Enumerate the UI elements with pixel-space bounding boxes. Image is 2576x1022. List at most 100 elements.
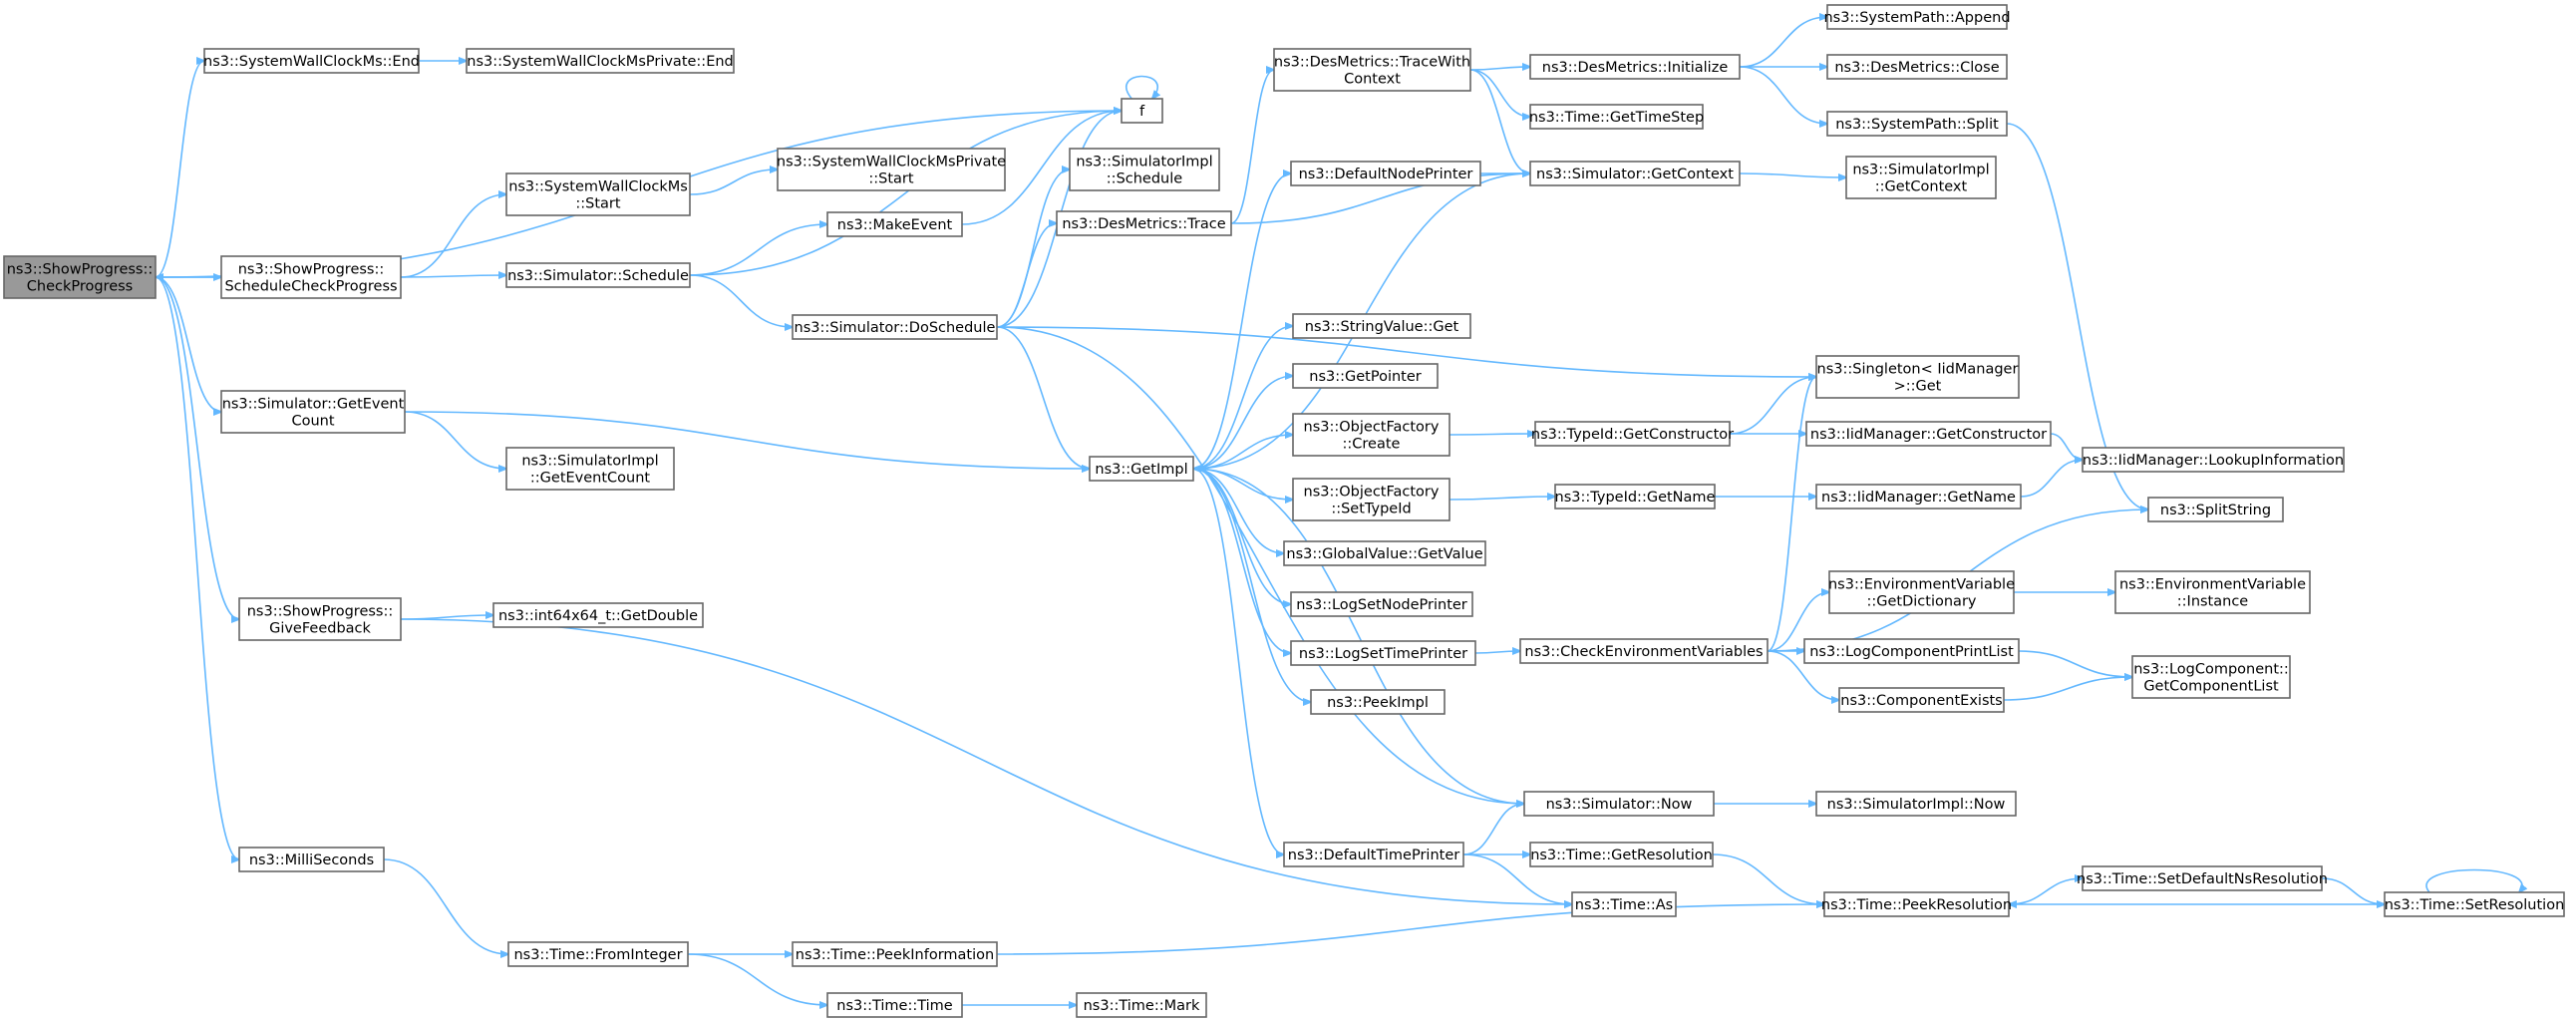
node-box [826, 211, 963, 237]
node-envvar-getdict[interactable]: ns3::EnvironmentVariable::GetDictionary [1828, 570, 2015, 614]
edge-sim-now-to-getimpl [1193, 469, 1525, 805]
node-sim-doschedule[interactable]: ns3::Simulator::DoSchedule [792, 314, 998, 340]
node-logcomp-getlist[interactable]: ns3::LogComponent::GetComponentList [2131, 655, 2291, 699]
node-sim-getcontext[interactable]: ns3::Simulator::GetContext [1529, 161, 1741, 186]
node-desm-close[interactable]: ns3::DesMetrics::Close [1826, 54, 2008, 80]
node-swcp-end[interactable]: ns3::SystemWallClockMsPrivate::End [466, 48, 735, 74]
node-simimpl-schedule[interactable]: ns3::SimulatorImpl::Schedule [1069, 148, 1220, 191]
edge-iid-getname-to-iid-lookupinfo [2020, 460, 2083, 498]
node-box [1523, 791, 1715, 817]
node-typeid-getname[interactable]: ns3::TypeId::GetName [1554, 484, 1716, 510]
node-milliseconds[interactable]: ns3::MilliSeconds [238, 847, 385, 872]
node-time-mark[interactable]: ns3::Time::Mark [1076, 992, 1207, 1018]
node-splitstring[interactable]: ns3::SplitString [2147, 497, 2284, 522]
node-objfactory-create[interactable]: ns3::ObjectFactory::Create [1292, 413, 1450, 457]
node-stringvalue-get[interactable]: ns3::StringValue::Get [1292, 313, 1471, 339]
node-peekimpl[interactable]: ns3::PeekImpl [1310, 689, 1446, 715]
node-box [1828, 570, 2015, 614]
node-desm-trace[interactable]: ns3::DesMetrics::Trace [1056, 210, 1232, 236]
node-logcomp-printlist[interactable]: ns3::LogComponentPrintList [1803, 638, 2020, 664]
edge-getimpl-to-objfactory-create [1192, 435, 1293, 470]
node-box [826, 992, 963, 1018]
node-time-peekinfo[interactable]: ns3::Time::PeekInformation [792, 941, 998, 967]
node-sp-split[interactable]: ns3::SystemPath::Split [1826, 111, 2008, 137]
node-label: ns3::Time::Time [836, 998, 953, 1014]
node-desm-init[interactable]: ns3::DesMetrics::Initialize [1529, 54, 1741, 80]
node-iid-getconstructor[interactable]: ns3::IidManager::GetConstructor [1805, 421, 2052, 447]
node-iid-lookupinfo[interactable]: ns3::IidManager::LookupInformation [2082, 447, 2345, 473]
node-logsetnodeprinter[interactable]: ns3::LogSetNodePrinter [1290, 591, 1473, 617]
edge-desm-init-to-sp-split [1739, 66, 1827, 124]
edge-sim-doschedule-to-getimpl [996, 326, 1090, 469]
node-compexists[interactable]: ns3::ComponentExists [1838, 687, 2005, 713]
node-swcp-start[interactable]: ns3::SystemWallClockMsPrivate::Start [777, 148, 1006, 191]
node-giveFeedback[interactable]: ns3::ShowProgress::GiveFeedback [238, 597, 402, 641]
edge-desm-tracewith-to-desm-init [1469, 67, 1530, 70]
node-singleton-get[interactable]: ns3::Singleton< IidManager>::Get [1815, 355, 2020, 399]
node-box [1089, 456, 1194, 482]
node-time-setdefaultns[interactable]: ns3::Time::SetDefaultNsResolution [2077, 865, 2328, 891]
node-envvar-instance[interactable]: ns3::EnvironmentVariable::Instance [2114, 570, 2311, 614]
node-box [1554, 484, 1716, 510]
node-label: ns3::LogSetNodePrinter [1296, 597, 1467, 613]
node-checkenvvars[interactable]: ns3::CheckEnvironmentVariables [1519, 638, 1769, 664]
node-root[interactable]: ns3::ShowProgress::CheckProgress [3, 255, 157, 299]
node-label: ns3::CheckEnvironmentVariables [1524, 644, 1763, 660]
node-time-setresolution[interactable]: ns3::Time::SetResolution [2384, 891, 2565, 917]
node-swc-start[interactable]: ns3::SystemWallClockMs::Start [505, 172, 691, 216]
node-simimpl-getcontext[interactable]: ns3::SimulatorImpl::GetContext [1845, 156, 1997, 199]
edge-sim-doschedule-to-sim-now [996, 326, 1524, 804]
node-label: ns3::Simulator::GetEvent [222, 397, 405, 413]
node-simimpl-now[interactable]: ns3::SimulatorImpl::Now [1815, 791, 2017, 817]
node-globalvalue-getvalue[interactable]: ns3::GlobalValue::GetValue [1283, 540, 1486, 566]
node-makeevent[interactable]: ns3::MakeEvent [826, 211, 963, 237]
node-getimpl[interactable]: ns3::GetImpl [1089, 456, 1194, 482]
node-time-frominteger[interactable]: ns3::Time::FromInteger [507, 941, 689, 967]
edge-getimpl-to-globalvalue-getvalue [1192, 468, 1284, 553]
node-swc-end[interactable]: ns3::SystemWallClockMs::End [203, 48, 420, 74]
edge-sim-geteventcount-to-simimpl-geteventcount [404, 411, 506, 469]
node-time-gettimestep[interactable]: ns3::Time::GetTimeStep [1529, 104, 1704, 130]
node-box [1571, 891, 1677, 917]
node-label: ns3::ObjectFactory [1304, 485, 1440, 501]
node-schedcheck[interactable]: ns3::ShowProgress::ScheduleCheckProgress [220, 255, 402, 299]
node-label: ns3::MilliSeconds [249, 852, 374, 868]
node-logsettimeprinter[interactable]: ns3::LogSetTimePrinter [1290, 640, 1476, 666]
node-label: ns3::ShowProgress:: [7, 262, 154, 278]
node-label: ns3::SimulatorImpl [521, 454, 658, 470]
node-sim-now[interactable]: ns3::Simulator::Now [1523, 791, 1715, 817]
node-label: ns3::SystemPath::Append [1823, 10, 2010, 26]
node-time-time[interactable]: ns3::Time::Time [826, 992, 963, 1018]
node-time-getresolution[interactable]: ns3::Time::GetResolution [1529, 842, 1714, 867]
node-time-peekresolution[interactable]: ns3::Time::PeekResolution [1821, 891, 2012, 917]
node-getpointer[interactable]: ns3::GetPointer [1292, 363, 1439, 389]
node-box [2384, 891, 2565, 917]
node-label: ns3::GlobalValue::GetValue [1286, 546, 1482, 562]
node-box [1815, 355, 2020, 399]
node-box [1292, 313, 1471, 339]
node-label: ns3::SimulatorImpl [1852, 163, 1989, 178]
node-defnodeprinter[interactable]: ns3::DefaultNodePrinter [1290, 161, 1481, 186]
node-label: ns3::int64x64_t::GetDouble [498, 608, 698, 624]
node-int64-getdouble[interactable]: ns3::int64x64_t::GetDouble [492, 602, 704, 628]
node-deftimeprinter[interactable]: ns3::DefaultTimePrinter [1283, 842, 1464, 867]
node-time-as[interactable]: ns3::Time::As [1571, 891, 1677, 917]
node-simimpl-geteventcount[interactable]: ns3::SimulatorImpl::GetEventCount [505, 447, 675, 491]
node-objfactory-settypeid[interactable]: ns3::ObjectFactory::SetTypeId [1292, 478, 1450, 521]
node-label: ::SetTypeId [1331, 502, 1411, 517]
node-sim-schedule[interactable]: ns3::Simulator::Schedule [505, 262, 691, 288]
node-sp-append[interactable]: ns3::SystemPath::Append [1823, 4, 2011, 30]
node-label: ns3::IidManager::LookupInformation [2083, 453, 2344, 469]
node-label: ns3::SystemWallClockMsPrivate [777, 155, 1006, 170]
node-box [203, 48, 420, 74]
node-label: ns3::Time::GetTimeStep [1529, 110, 1704, 126]
node-f[interactable]: f [1121, 98, 1163, 124]
node-label: ns3::SystemWallClockMs [508, 179, 688, 195]
node-iid-getname[interactable]: ns3::IidManager::GetName [1815, 484, 2022, 510]
edge-sim-doschedule-to-singleton-get [996, 326, 1816, 377]
node-label: ns3::MakeEvent [837, 217, 953, 233]
node-sim-geteventcount[interactable]: ns3::Simulator::GetEventCount [220, 390, 406, 434]
node-box [1845, 156, 1997, 199]
node-typeid-getconstructor[interactable]: ns3::TypeId::GetConstructor [1531, 421, 1734, 447]
